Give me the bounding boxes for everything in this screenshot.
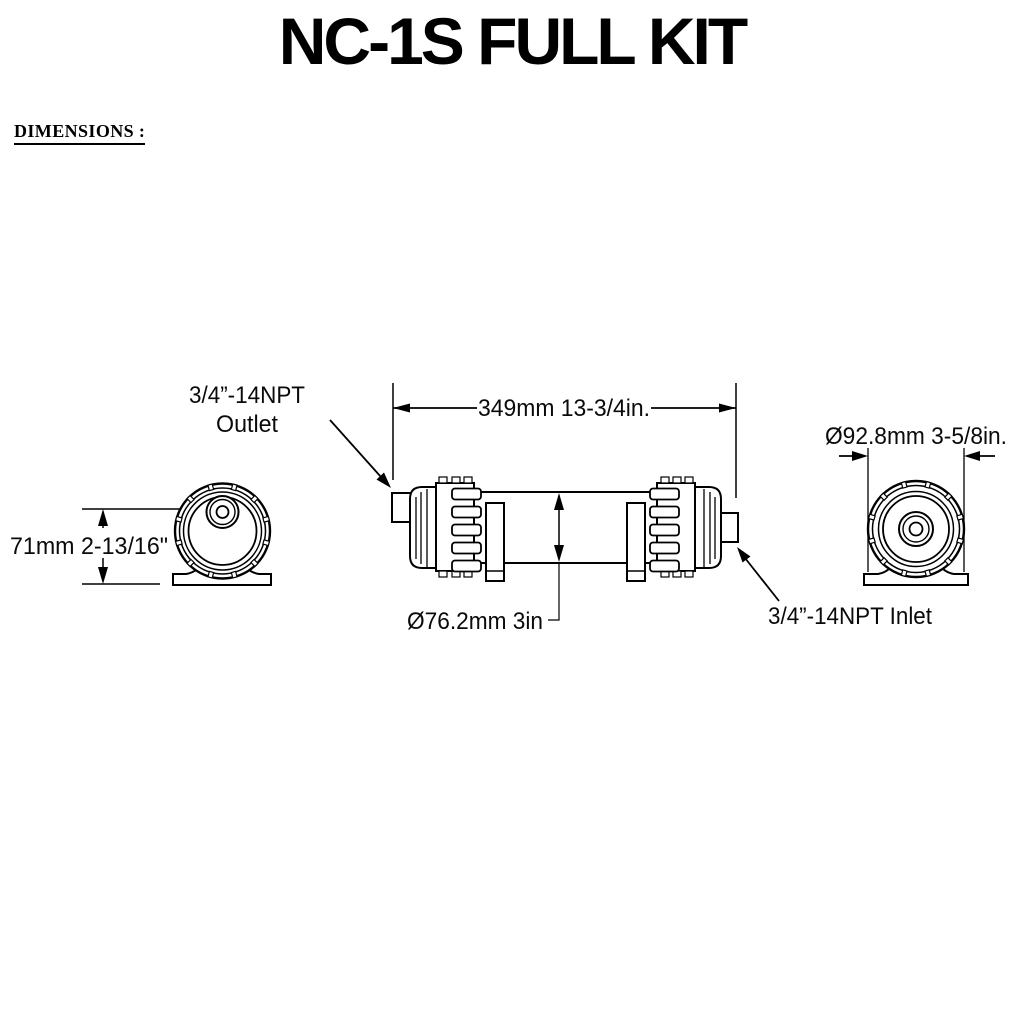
arrow-up-icon xyxy=(98,509,108,526)
cap-contour-lines xyxy=(703,489,716,567)
outlet-label-line1: 3/4”-14NPT xyxy=(189,382,305,409)
collar-rib xyxy=(451,541,482,555)
cap-notch-ring xyxy=(867,480,965,578)
body-circle xyxy=(182,491,263,571)
outlet-callout: 3/4”-14NPT Outlet xyxy=(189,382,391,488)
overall-length-dimension: 349mm 13-3/4in. xyxy=(392,383,737,498)
cap-notch xyxy=(956,513,965,521)
opening-circle xyxy=(882,495,950,563)
leader-line xyxy=(329,419,382,478)
cap-notch xyxy=(207,570,215,579)
outlet-port-hole xyxy=(215,505,230,519)
cap-notch xyxy=(262,539,271,547)
cap-notch xyxy=(230,483,238,492)
cap-notch xyxy=(262,515,271,523)
collar-rib xyxy=(451,523,482,537)
inlet-callout: 3/4”-14NPT Inlet xyxy=(737,547,932,630)
outlet-port xyxy=(205,495,240,529)
overall-length-label: 349mm 13-3/4in. xyxy=(478,395,650,422)
leader-line xyxy=(744,557,780,602)
collar-notch xyxy=(684,570,694,578)
collar-notch xyxy=(463,476,473,484)
collar-notch xyxy=(451,476,461,484)
cap-notch xyxy=(924,480,932,489)
page-title: NC-1S FULL KIT xyxy=(278,4,748,78)
cap-diameter-dimension: Ø92.8mm 3-5/8in. xyxy=(825,423,1007,572)
right-end-cap xyxy=(692,486,722,569)
cap-notch xyxy=(943,556,953,566)
collar-notch xyxy=(438,570,448,578)
cap-notch xyxy=(250,494,259,504)
inlet-port-hole xyxy=(908,521,924,537)
arrow-down-icon xyxy=(554,545,564,562)
cap-notch xyxy=(250,558,259,568)
outlet-height-label: 71mm 2-13/16" xyxy=(10,533,168,560)
collar-notch xyxy=(672,476,682,484)
cap-notch xyxy=(174,515,183,523)
arrow-up-icon xyxy=(554,493,564,510)
collar-rib xyxy=(649,505,680,519)
extension-line xyxy=(867,448,965,572)
cap-ring xyxy=(178,487,267,575)
arrow-left-icon xyxy=(393,403,410,413)
collar-rib xyxy=(451,487,482,501)
cap-notch xyxy=(924,569,932,578)
inlet-label: 3/4”-14NPT Inlet xyxy=(768,603,932,630)
cap-notch xyxy=(879,556,889,566)
mounting-clip xyxy=(626,502,646,582)
arrow-left-icon xyxy=(964,451,980,461)
left-end-cap xyxy=(409,486,439,569)
dimensions-heading: DIMENSIONS : xyxy=(14,121,146,145)
collar-rib xyxy=(649,487,680,501)
cap-notch xyxy=(956,537,965,545)
arrowhead-icon xyxy=(737,547,751,563)
cap-notch xyxy=(230,570,238,579)
collar-notch xyxy=(660,476,670,484)
collar-rib xyxy=(451,505,482,519)
cap-notch xyxy=(174,539,183,547)
cap-notch xyxy=(186,558,195,568)
inlet-port xyxy=(898,511,934,547)
cap-notch xyxy=(867,537,876,545)
inlet-end-view xyxy=(863,479,969,586)
arrowhead-icon xyxy=(376,472,391,488)
cap-notch xyxy=(879,492,889,502)
leader-line xyxy=(548,562,560,621)
collar-notch xyxy=(684,476,694,484)
cap-contour-lines xyxy=(415,489,428,567)
side-view xyxy=(391,476,739,582)
cap-notch xyxy=(900,480,908,489)
body-diameter-label: Ø76.2mm 3in xyxy=(407,608,543,635)
cap-ring xyxy=(871,484,961,574)
body-diameter-dimension: Ø76.2mm 3in xyxy=(407,493,564,635)
cap-notch xyxy=(943,492,953,502)
outlet-port-ring xyxy=(209,498,236,526)
outlet-end-view xyxy=(172,482,272,586)
arrow-right-icon xyxy=(852,451,868,461)
cap-notch xyxy=(867,513,876,521)
collar-notch xyxy=(438,476,448,484)
outlet-height-dimension: 71mm 2-13/16" xyxy=(10,508,215,585)
collar-rib xyxy=(451,559,482,573)
collar-rib xyxy=(649,541,680,555)
body-circle xyxy=(877,490,955,568)
cap-notch xyxy=(186,494,195,504)
arrow-right-icon xyxy=(719,403,736,413)
cap-notch xyxy=(207,483,215,492)
collar-rib xyxy=(649,523,680,537)
inlet-port-ring xyxy=(902,515,930,543)
cap-notch xyxy=(900,569,908,578)
arrow-down-icon xyxy=(98,567,108,584)
mounting-clip xyxy=(485,502,505,582)
cap-notch-ring xyxy=(174,483,271,579)
collar-rib xyxy=(649,559,680,573)
cap-diameter-label: Ø92.8mm 3-5/8in. xyxy=(825,423,1007,450)
outlet-label-line2: Outlet xyxy=(216,411,278,438)
